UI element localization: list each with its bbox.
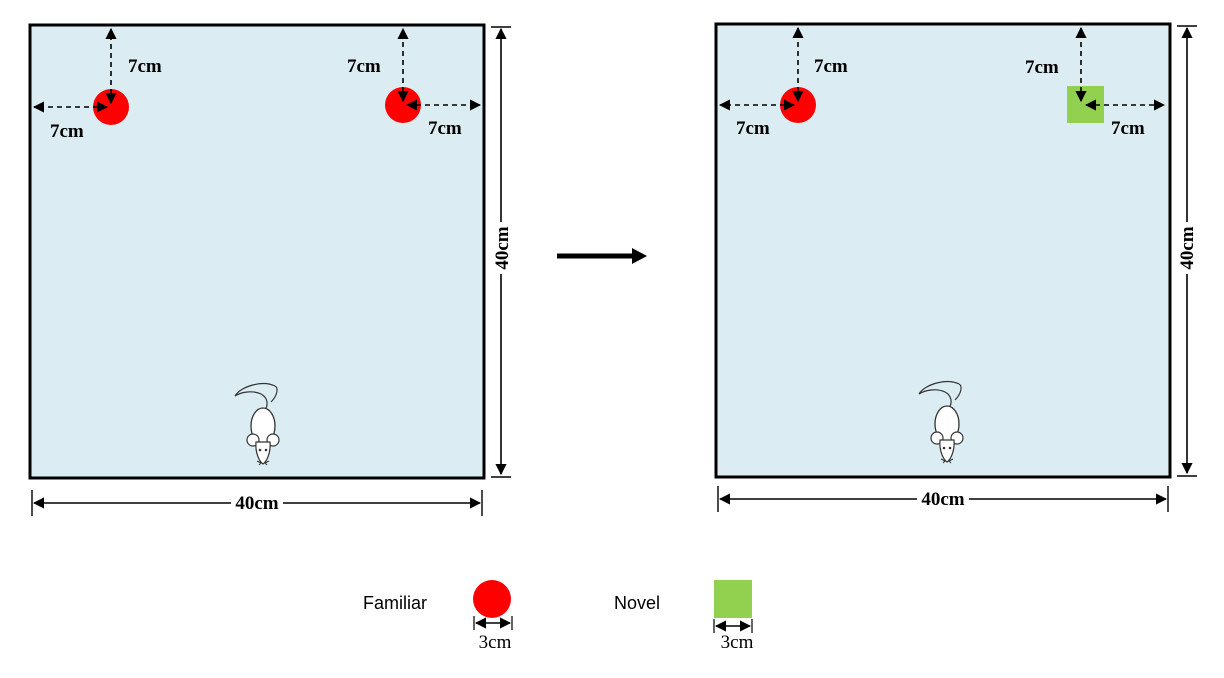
legend-novel-label: Novel <box>614 593 660 613</box>
width-dimension: 40cm <box>31 490 483 516</box>
dist-side-label: 7cm <box>1111 118 1145 139</box>
height-dimension: 40cm <box>490 26 513 478</box>
legend-familiar-label: Familiar <box>363 593 427 613</box>
height-label: 40cm <box>1177 226 1198 269</box>
height-dimension: 40cm <box>1176 25 1198 477</box>
familiar-object-top-left: 7cm 7cm <box>32 27 162 142</box>
legend-novel-size: 3cm <box>721 632 754 653</box>
novel-object-top-right: 7cm 7cm <box>1025 26 1166 139</box>
dist-side-label: 7cm <box>50 121 84 142</box>
familiar-object-top-left: 7cm 7cm <box>718 26 848 139</box>
legend-novel: Novel 3cm <box>614 580 754 653</box>
dist-top-label: 7cm <box>1025 57 1059 78</box>
legend-familiar: Familiar 3cm <box>363 580 513 653</box>
legend: Familiar 3cm Novel 3cm <box>363 580 754 653</box>
width-label: 40cm <box>921 489 964 510</box>
dist-top-label: 7cm <box>814 56 848 77</box>
height-label: 40cm <box>492 226 513 269</box>
dist-side-label: 7cm <box>428 118 462 139</box>
dist-top-label: 7cm <box>128 56 162 77</box>
legend-familiar-size: 3cm <box>479 632 512 653</box>
arena-training: 7cm 7cm 7cm 7cm 40cm 40cm <box>28 23 513 516</box>
dist-side-label: 7cm <box>736 118 770 139</box>
width-label: 40cm <box>235 493 278 514</box>
width-dimension: 40cm <box>717 486 1169 512</box>
dist-top-label: 7cm <box>347 56 381 77</box>
arena-test: 7cm 7cm 7cm 7cm 40cm 40cm <box>714 22 1198 512</box>
familiar-object-top-right: 7cm 7cm <box>347 27 482 139</box>
right-arrow-icon <box>557 248 647 264</box>
